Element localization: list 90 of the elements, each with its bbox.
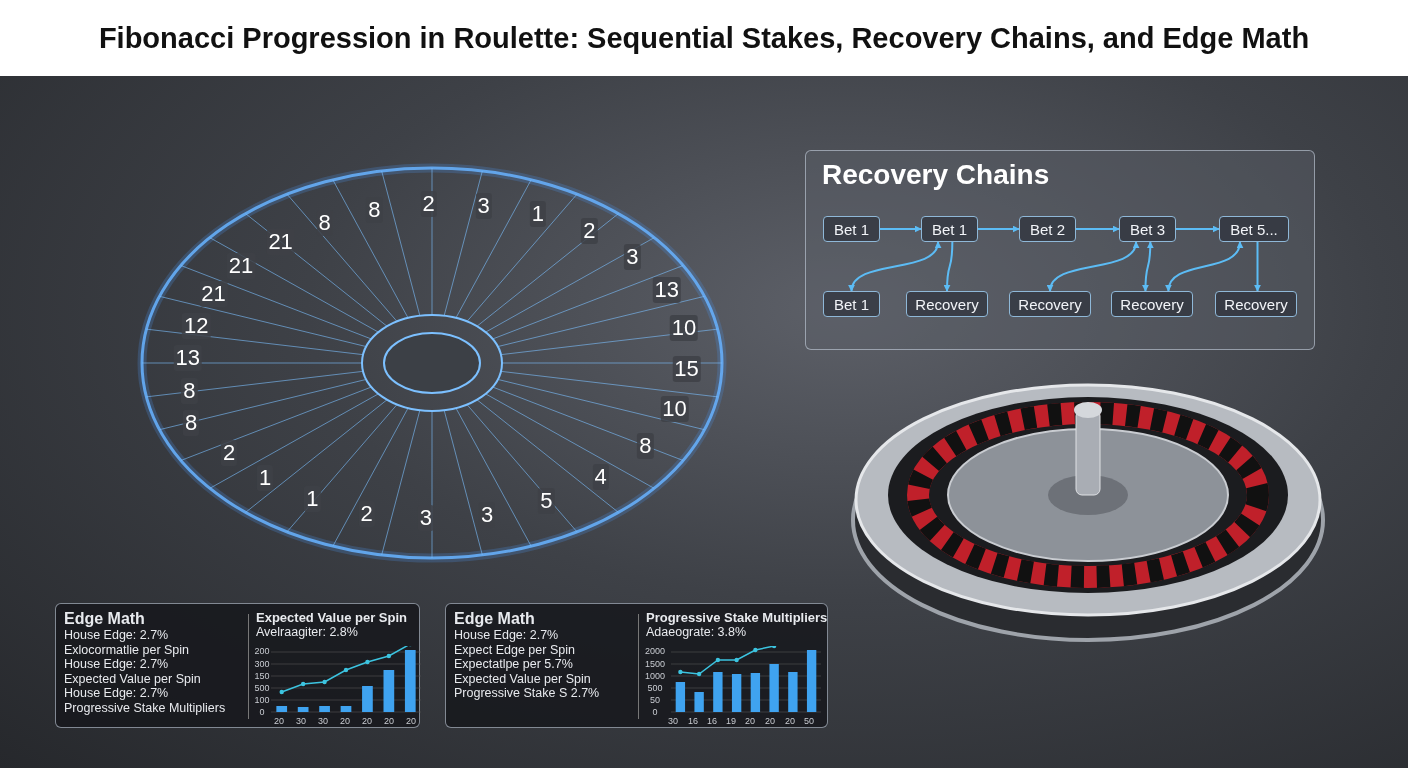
axis-tick-label: 20 [362, 716, 372, 726]
axis-tick-label: 20 [406, 716, 416, 726]
wheel-number: 8 [181, 377, 198, 404]
stat-line: Expected Value per Spin [64, 671, 202, 686]
double-arrow [1048, 241, 1139, 292]
step-box: Bet 1 [823, 291, 880, 317]
double-arrow [1142, 241, 1154, 292]
step-box: Recovery [1009, 291, 1091, 317]
double-arrow [1166, 241, 1243, 292]
diagram-panel [805, 150, 1315, 350]
axis-tick-label: 0 [259, 707, 265, 717]
wheel-number: 21 [266, 228, 295, 255]
wheel-number: 8 [637, 433, 654, 460]
axis-tick-label: 50 [804, 716, 814, 726]
step-box: Bet 1 [823, 216, 880, 242]
axis-tick-label: 20 [765, 716, 775, 726]
axis-tick-label: 30 [318, 716, 328, 726]
stat-line: Expect Edge per Spin [454, 642, 576, 657]
axis-tick-label: 50 [650, 695, 660, 705]
stat-line: House Edge: 2.7% [64, 686, 170, 701]
wheel-number: 10 [660, 395, 689, 422]
axis-tick-label: 100 [254, 695, 270, 705]
wheel-number: 8 [183, 410, 200, 437]
wheel-number: 3 [624, 244, 641, 271]
axis-tick-label: 30 [668, 716, 678, 726]
stat-line: House Edge: 2.7% [64, 657, 170, 672]
wheel-number: 13 [173, 344, 202, 371]
stat-line: Progressive Stake S 2.7% [454, 686, 600, 701]
chart-subtitle: Avelraagiter: 2.8% [256, 625, 359, 639]
panel-heading: Edge Math [454, 610, 536, 628]
panel-title: Recovery Chains [822, 159, 1050, 191]
axis-tick-label: 500 [254, 683, 270, 693]
axis-tick-label: 19 [726, 716, 736, 726]
wheel-number: 1 [257, 465, 274, 492]
step-box: Recovery [906, 291, 988, 317]
chart-title: Progressive Stake Multipliers [646, 610, 828, 625]
wheel-number: 10 [669, 314, 699, 341]
wheel-number: 5 [538, 487, 555, 514]
axis-tick-label: 0 [652, 707, 658, 717]
axis-tick-label: 20 [745, 716, 755, 726]
axis-tick-label: 30 [296, 716, 306, 726]
stats-panel [55, 603, 420, 728]
step-box: Recovery [1215, 291, 1297, 317]
wheel-number: 15 [672, 356, 701, 382]
arrow [943, 241, 954, 292]
panel-heading: Edge Math [64, 610, 146, 628]
axis-tick-label: 20 [274, 716, 284, 726]
stats-panel [445, 603, 828, 728]
axis-tick-label: 1500 [645, 659, 665, 669]
stat-line: House Edge: 2.7% [454, 628, 560, 643]
wheel-number: 2 [220, 440, 238, 467]
stat-line: Exlocormatlie per Spin [64, 642, 191, 657]
step-box: Bet 3 [1119, 216, 1176, 242]
wheel-number: 2 [581, 218, 598, 245]
axis-tick-label: 16 [688, 716, 698, 726]
wheel-number: 3 [475, 192, 492, 219]
axis-tick-label: 20 [384, 716, 394, 726]
axis-tick-label: 1000 [645, 671, 665, 681]
axis-tick-label: 300 [254, 659, 270, 669]
arrow [1175, 225, 1220, 233]
step-box: Bet 1 [921, 216, 978, 242]
step-box: Recovery [1111, 291, 1193, 317]
axis-tick-label: 20 [340, 716, 350, 726]
chart-subtitle: Adaeograte: 3.8% [646, 625, 748, 639]
step-box: Bet 5... [1219, 216, 1289, 242]
stat-line: Expectatlpe per 5.7% [454, 657, 574, 672]
arrow [977, 225, 1020, 233]
arrow [879, 225, 922, 233]
step-box: Bet 2 [1019, 216, 1076, 242]
axis-tick-label: 500 [647, 683, 663, 693]
stat-line: Progressive Stake Multipliers [64, 700, 226, 715]
arrow [1075, 225, 1120, 233]
axis-tick-label: 16 [707, 716, 717, 726]
wheel-number: 4 [592, 464, 609, 491]
stat-line: Expected Value per Spin [454, 671, 592, 686]
chart-title: Expected Value per Spin [256, 610, 407, 625]
wheel-number: 21 [199, 281, 228, 308]
page-title: Fibonacci Progression in Roulette: Sequential Stakes, Recovery Chains, and Edge Math [97, 22, 1311, 55]
wheel-number: 2 [420, 190, 437, 217]
axis-tick-label: 200 [254, 646, 270, 656]
wheel-number: 12 [182, 313, 211, 339]
double-arrow [849, 241, 941, 292]
axis-tick-label: 2000 [645, 646, 665, 656]
arrow [1254, 241, 1261, 292]
wheel-number: 13 [652, 276, 681, 303]
wheel-number: 3 [417, 504, 435, 531]
axis-tick-label: 20 [785, 716, 795, 726]
stat-line: House Edge: 2.7% [64, 628, 170, 643]
wheel-number: 1 [529, 201, 546, 228]
axis-tick-label: 150 [254, 671, 270, 681]
